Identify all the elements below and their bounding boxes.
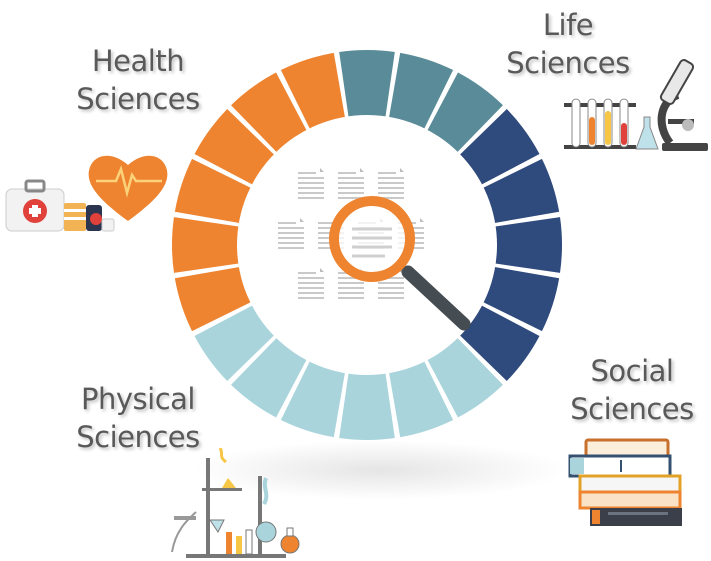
- document-line: [298, 177, 324, 179]
- wheel-segment-physical: [388, 359, 454, 438]
- wheel-segment-health: [194, 109, 276, 186]
- magnifying-glass-icon: [329, 196, 471, 331]
- lab-apparatus-icon: [171, 448, 300, 558]
- document-line: [338, 182, 364, 184]
- document-line: [378, 187, 404, 189]
- wheel-segment-physical: [426, 336, 503, 418]
- document-line: [278, 227, 304, 229]
- document-line: [298, 172, 316, 174]
- document-corner: [300, 218, 304, 222]
- wheel-segment-health: [172, 217, 241, 273]
- document-line: [338, 282, 364, 284]
- document-line: [298, 292, 324, 294]
- wheel-segment-health: [231, 72, 308, 154]
- document-line: [378, 192, 404, 194]
- medical-kit-heart-icon: [5, 155, 168, 232]
- document-corner: [400, 168, 404, 172]
- document-line: [338, 172, 356, 174]
- document-line: [298, 287, 324, 289]
- document-line: [298, 187, 324, 189]
- document-line: [298, 192, 324, 194]
- document-line: [338, 192, 364, 194]
- wheel-segment-life: [339, 49, 395, 119]
- document-line: [378, 282, 404, 284]
- document-line: [278, 247, 304, 249]
- document-line: [318, 222, 336, 224]
- document-line: [278, 237, 304, 239]
- wheel-segment-physical: [194, 304, 276, 381]
- document-corner: [320, 268, 324, 272]
- document-line: [338, 287, 364, 289]
- wheel-segment-life: [426, 72, 503, 154]
- document-line: [338, 187, 364, 189]
- wheel-segment-life: [388, 52, 454, 131]
- document-line: [378, 277, 404, 279]
- wheel-segment-health: [174, 266, 253, 332]
- document-line: [338, 277, 364, 279]
- document-line: [378, 172, 396, 174]
- document-line: [378, 182, 404, 184]
- wheel-segment-social: [481, 158, 560, 224]
- wheel-segment-health: [174, 158, 253, 224]
- document-line: [298, 297, 324, 299]
- document-corner: [360, 168, 364, 172]
- document-line: [338, 297, 364, 299]
- wheel-segment-social: [458, 304, 540, 381]
- document-line: [378, 287, 404, 289]
- document-line: [278, 222, 296, 224]
- document-line: [378, 292, 404, 294]
- document-line: [278, 242, 304, 244]
- wheel-segment-physical: [231, 336, 308, 418]
- document-line: [378, 297, 404, 299]
- document-line: [378, 177, 404, 179]
- document-line: [298, 272, 316, 274]
- wheel-segment-social: [481, 266, 560, 332]
- document-line: [298, 182, 324, 184]
- document-corner: [320, 168, 324, 172]
- document-line: [298, 277, 324, 279]
- document-line: [338, 177, 364, 179]
- wheel-segment-physical: [280, 359, 346, 438]
- microscope-test-tubes-icon: [564, 59, 708, 151]
- book-stack-icon: [568, 438, 682, 526]
- wheel-shadow: [190, 440, 570, 500]
- wheel-segment-social: [458, 109, 540, 186]
- document-line: [378, 197, 404, 199]
- wheel-segments: [172, 49, 562, 441]
- document-line: [298, 282, 324, 284]
- wheel-segment-health: [280, 52, 346, 131]
- document-line: [278, 232, 304, 234]
- document-line: [338, 292, 364, 294]
- document-corner: [420, 218, 424, 222]
- wheel-segment-social: [493, 217, 562, 273]
- wheel-segment-physical: [339, 371, 395, 441]
- document-line: [338, 197, 364, 199]
- document-line: [298, 197, 324, 199]
